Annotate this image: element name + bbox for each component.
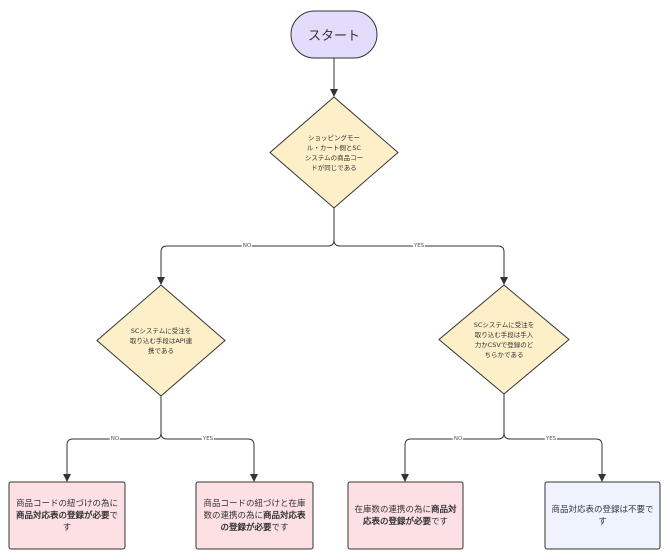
edge-label-decision2-yes: YES: [201, 436, 215, 442]
edge-decision3-yes: [503, 432, 606, 482]
edge-label-decision3-yes: YES: [544, 436, 558, 442]
start-node-label: スタート: [307, 29, 360, 44]
decision-manual-csv-label: SCシステムに受注を取り込む手段は手入力かCSVで登録のどちらかである: [473, 320, 535, 359]
decision-same-code-label: ショッピングモール・カート側とSCシステムの商品コードが同じである: [304, 133, 364, 172]
result-1-shape: [8, 481, 126, 550]
decision-api-label: SCシステムに受注を取り込む手段はAPI連携である: [129, 326, 193, 355]
edge-label-decision2-no: NO: [109, 436, 121, 442]
edge-label-decision3-no: NO: [452, 436, 464, 442]
edge-label-decision1-yes: YES: [412, 243, 426, 249]
result-4-shape: [544, 481, 661, 550]
result-2-shape: [195, 481, 314, 550]
result-2-label: 商品コードの紐づけと在庫数の連携の為に商品対応表の登録が必要です: [203, 498, 306, 533]
decision-api-shape: [96, 284, 226, 397]
edge-decision2-yes: [160, 432, 258, 482]
result-4-label: 商品対応表の登録は不要です: [551, 504, 654, 527]
decision-same-code-shape: [269, 96, 399, 209]
result-1-label: 商品コードの紐づけの為に商品対応表の登録が必要です: [15, 498, 119, 533]
edge-label-decision1-no: NO: [241, 243, 253, 249]
result-3-label: 在庫数の連携の為に商品対応表の登録が必要です: [354, 504, 457, 527]
decision-manual-csv-shape: [438, 284, 570, 395]
result-3-shape: [347, 481, 464, 550]
start-node-shape: [290, 10, 378, 59]
edge-decision1-yes: [333, 239, 508, 285]
